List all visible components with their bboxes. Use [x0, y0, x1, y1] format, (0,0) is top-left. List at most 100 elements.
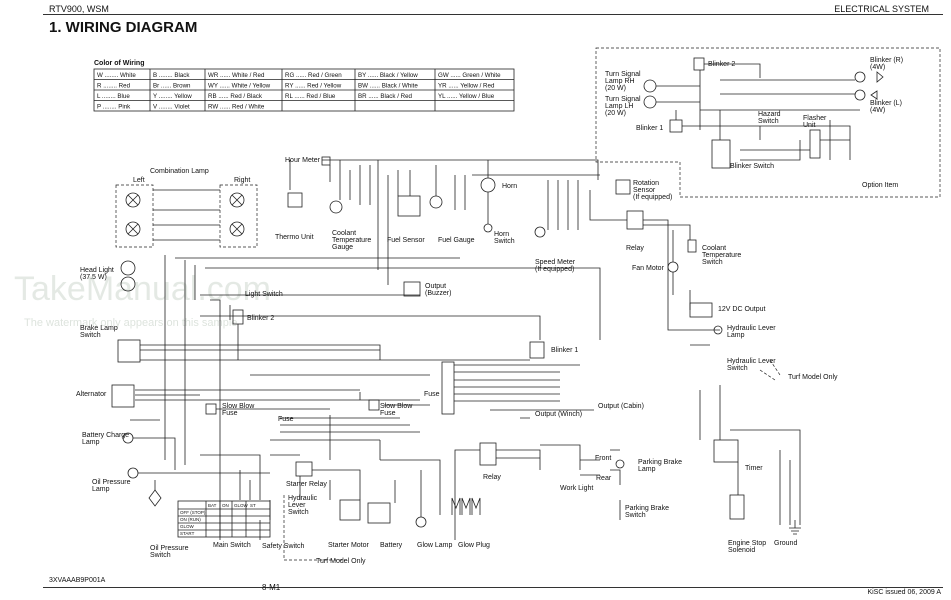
svg-text:Blinker Switch: Blinker Switch — [730, 163, 774, 170]
svg-text:BAT: BAT — [208, 503, 217, 508]
svg-text:Glow Lamp: Glow Lamp — [417, 542, 453, 549]
svg-text:Output(Buzzer): Output(Buzzer) — [425, 283, 451, 297]
light-switch: Light Switch — [245, 291, 283, 298]
svg-text:OFF (STOP): OFF (STOP) — [180, 510, 206, 515]
svg-text:Turf Model Only: Turf Model Only — [788, 374, 838, 381]
svg-text:Horn: Horn — [502, 183, 517, 190]
svg-text:Work Light: Work Light — [560, 485, 593, 492]
svg-text:P ........ Pink: P ........ Pink — [97, 104, 131, 111]
svg-text:WR ...... White / Red: WR ...... White / Red — [208, 72, 265, 79]
header-model: RTV900, WSM — [49, 4, 109, 14]
svg-text:R ........ Red: R ........ Red — [97, 83, 131, 90]
svg-text:Output (Cabin): Output (Cabin) — [598, 403, 644, 410]
svg-text:YR ...... Yellow / Red: YR ...... Yellow / Red — [438, 83, 495, 90]
output-winch: Output (Winch) — [535, 411, 582, 418]
svg-text:START: START — [180, 531, 195, 536]
fuel-sensor: Fuel Sensor — [387, 195, 425, 244]
fan-motor: Fan Motor — [632, 261, 679, 273]
svg-text:BR ...... Black / Red: BR ...... Black / Red — [358, 93, 413, 100]
svg-text:Relay: Relay — [626, 245, 644, 252]
svg-text:Speed Meter(If equipped): Speed Meter(If equipped) — [535, 259, 576, 273]
svg-text:12V DC Output: 12V DC Output — [718, 306, 766, 313]
svg-text:Output (Winch): Output (Winch) — [535, 411, 582, 418]
output-buzzer: Output(Buzzer) — [403, 281, 451, 297]
svg-text:Combination Lamp: Combination Lamp — [150, 168, 209, 175]
svg-text:Fuse: Fuse — [424, 391, 440, 398]
horn: Horn — [480, 177, 517, 193]
svg-text:Ground: Ground — [774, 540, 797, 547]
starter-motor: Starter Motor — [328, 499, 370, 549]
svg-text:Starter Motor: Starter Motor — [328, 542, 370, 549]
svg-text:Y ........ Yellow: Y ........ Yellow — [153, 93, 192, 100]
svg-text:Battery: Battery — [380, 542, 403, 549]
svg-text:Left: Left — [133, 177, 145, 184]
relay-top: Relay — [626, 210, 644, 252]
dc-output: 12V DC Output — [689, 302, 766, 318]
alternator: Alternator — [76, 384, 135, 408]
svg-text:Option Item: Option Item — [862, 182, 898, 189]
svg-text:Timer: Timer — [745, 465, 763, 472]
ground: Ground — [774, 520, 801, 547]
page-title: 1. WIRING DIAGRAM — [49, 19, 198, 36]
svg-text:Light Switch: Light Switch — [245, 291, 283, 298]
turf-model-only-right: Turf Model Only — [788, 374, 838, 381]
thermo-unit: Thermo Unit — [275, 192, 314, 241]
svg-text:Glow Plug: Glow Plug — [458, 542, 490, 549]
svg-text:B ........ Black: B ........ Black — [153, 72, 190, 79]
battery: Battery — [367, 502, 403, 549]
blinker-1: Blinker 1 — [529, 341, 578, 359]
svg-text:Fuel Sensor: Fuel Sensor — [387, 237, 425, 244]
svg-text:Thermo Unit: Thermo Unit — [275, 234, 314, 241]
svg-text:Head Light(37.5 W): Head Light(37.5 W) — [80, 267, 114, 281]
watermark-main: TakeManual.com — [14, 270, 271, 308]
footer-code: 3XVAAAB9P001A — [49, 577, 106, 584]
svg-text:GLOW: GLOW — [180, 524, 195, 529]
svg-text:Starter Relay: Starter Relay — [286, 481, 327, 488]
svg-text:Blinker 1: Blinker 1 — [636, 125, 663, 132]
starter-relay: Starter Relay — [286, 461, 327, 488]
svg-text:Hour Meter: Hour Meter — [285, 157, 321, 164]
svg-text:Relay: Relay — [483, 474, 501, 481]
svg-text:Blinker 1: Blinker 1 — [551, 347, 578, 354]
glow-lamp: Glow Lamp — [415, 516, 453, 549]
main-switch-table: BAT ON GLOW ST OFF (STOP) ON (RUN) GLOW … — [177, 500, 271, 538]
svg-text:BW ...... Black / White: BW ...... Black / White — [358, 83, 418, 90]
svg-text:GW ...... Green / White: GW ...... Green / White — [438, 72, 501, 79]
svg-text:Front: Front — [595, 455, 611, 462]
color-of-wiring-table: Color of Wiring W ........ White B .....… — [93, 60, 515, 112]
svg-text:ON (RUN): ON (RUN) — [180, 517, 201, 522]
blinker-2: Blinker 2 — [232, 309, 274, 325]
svg-text:W ........ White: W ........ White — [97, 72, 136, 79]
svg-text:L ........ Blue: L ........ Blue — [97, 93, 130, 100]
svg-text:Blinker 2: Blinker 2 — [247, 315, 274, 322]
svg-text:V ........ Violet: V ........ Violet — [153, 104, 190, 111]
head-light: Head Light(37.5 W) — [80, 260, 136, 292]
wire-network — [130, 159, 801, 561]
header-section: ELECTRICAL SYSTEM — [834, 4, 929, 14]
